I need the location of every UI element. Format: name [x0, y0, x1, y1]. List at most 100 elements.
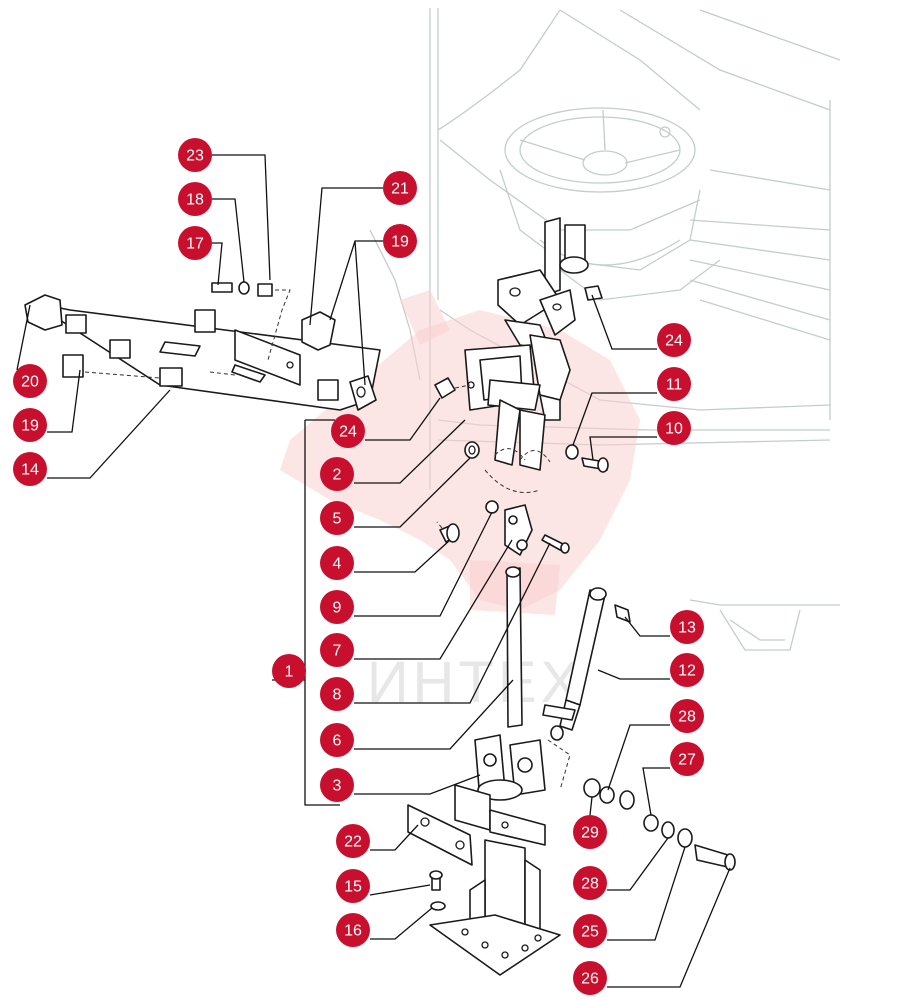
callout-circle — [657, 367, 691, 401]
callout-label: 15 — [344, 879, 362, 896]
callout-label: 8 — [333, 687, 342, 704]
callout-28: 28 — [670, 699, 704, 733]
callout-21: 21 — [383, 171, 417, 205]
callout-6: 6 — [320, 723, 354, 757]
callout-circle — [320, 590, 354, 624]
callout-label: 19 — [21, 418, 39, 435]
callout-label: 19 — [391, 234, 409, 251]
callout-circle — [336, 824, 370, 858]
callout-label: 28 — [678, 709, 696, 726]
callout-circle — [320, 546, 354, 580]
callout-label: 12 — [678, 663, 696, 680]
callout-circle — [336, 913, 370, 947]
callout-circle — [13, 364, 47, 398]
callout-4: 4 — [320, 546, 354, 580]
callout-label: 1 — [285, 664, 294, 681]
callout-circle — [670, 742, 704, 776]
callout-label: 25 — [581, 924, 599, 941]
callout-circle — [331, 414, 365, 448]
callout-22: 22 — [336, 824, 370, 858]
callout-14: 14 — [13, 452, 47, 486]
callout-label: 26 — [581, 971, 599, 988]
base-pedestal-assembly — [407, 734, 561, 976]
callout-label: 16 — [344, 923, 362, 940]
callout-11: 11 — [657, 367, 691, 401]
callout-27: 27 — [670, 742, 704, 776]
callout-label: 20 — [21, 374, 39, 391]
callout-circle — [657, 323, 691, 357]
callout-13: 13 — [670, 610, 704, 644]
callout-label: 5 — [333, 511, 342, 528]
callout-circle — [573, 961, 607, 995]
callout-9: 9 — [320, 590, 354, 624]
callout-29: 29 — [573, 815, 607, 849]
callout-circle — [320, 501, 354, 535]
callout-label: 6 — [333, 733, 342, 750]
callout-label: 28 — [581, 876, 599, 893]
callout-23: 23 — [178, 138, 212, 172]
callout-circle — [320, 768, 354, 802]
callout-circle — [320, 457, 354, 491]
callout-circle — [573, 815, 607, 849]
callout-label: 24 — [339, 424, 357, 441]
callout-label: 14 — [21, 462, 39, 479]
callout-20: 20 — [13, 364, 47, 398]
callout-18: 18 — [178, 182, 212, 216]
callout-15: 15 — [336, 869, 370, 903]
callout-label: 24 — [665, 333, 683, 350]
callout-circle — [320, 633, 354, 667]
callout-label: 7 — [333, 643, 342, 660]
callout-circle — [178, 182, 212, 216]
callout-circle — [670, 610, 704, 644]
callout-label: 13 — [678, 620, 696, 637]
callout-label: 17 — [186, 236, 204, 253]
callout-circle — [657, 411, 691, 445]
callout-circle — [573, 914, 607, 948]
callout-label: 9 — [333, 600, 342, 617]
callout-circle — [178, 138, 212, 172]
callout-2: 2 — [320, 457, 354, 491]
callout-circle — [178, 226, 212, 260]
callout-label: 21 — [391, 181, 409, 198]
callout-1: 1 — [272, 654, 306, 688]
callout-label: 11 — [666, 377, 683, 394]
callout-8: 8 — [320, 677, 354, 711]
callout-label: 2 — [333, 467, 342, 484]
callout-label: 29 — [581, 825, 599, 842]
callout-label: 4 — [333, 556, 342, 573]
callout-7: 7 — [320, 633, 354, 667]
callout-label: 22 — [344, 834, 362, 851]
callout-circle — [383, 171, 417, 205]
gas-strut-parts — [542, 587, 736, 871]
callout-19: 19 — [13, 408, 47, 442]
callout-circle — [383, 224, 417, 258]
callout-label: 10 — [665, 421, 683, 438]
callout-16: 16 — [336, 913, 370, 947]
callout-24: 24 — [657, 323, 691, 357]
callout-circle — [670, 653, 704, 687]
callout-24: 24 — [331, 414, 365, 448]
callout-circle — [336, 869, 370, 903]
watermark-text: ИНТЕХ — [367, 650, 583, 715]
callout-3: 3 — [320, 768, 354, 802]
callout-26: 26 — [573, 961, 607, 995]
callout-circle — [13, 452, 47, 486]
callout-label: 23 — [186, 148, 204, 165]
callout-12: 12 — [670, 653, 704, 687]
callout-label: 3 — [333, 778, 342, 795]
callout-label: 18 — [186, 192, 204, 209]
callout-circle — [320, 677, 354, 711]
callout-circle — [320, 723, 354, 757]
steering-column-upper — [434, 217, 603, 493]
callout-circle — [272, 654, 306, 688]
left-bracket-assembly — [24, 281, 381, 411]
callout-5: 5 — [320, 501, 354, 535]
callout-25: 25 — [573, 914, 607, 948]
callout-circle — [573, 866, 607, 900]
callout-circle — [13, 408, 47, 442]
leader-lines — [16, 154, 731, 988]
callout-label: 27 — [678, 752, 696, 769]
